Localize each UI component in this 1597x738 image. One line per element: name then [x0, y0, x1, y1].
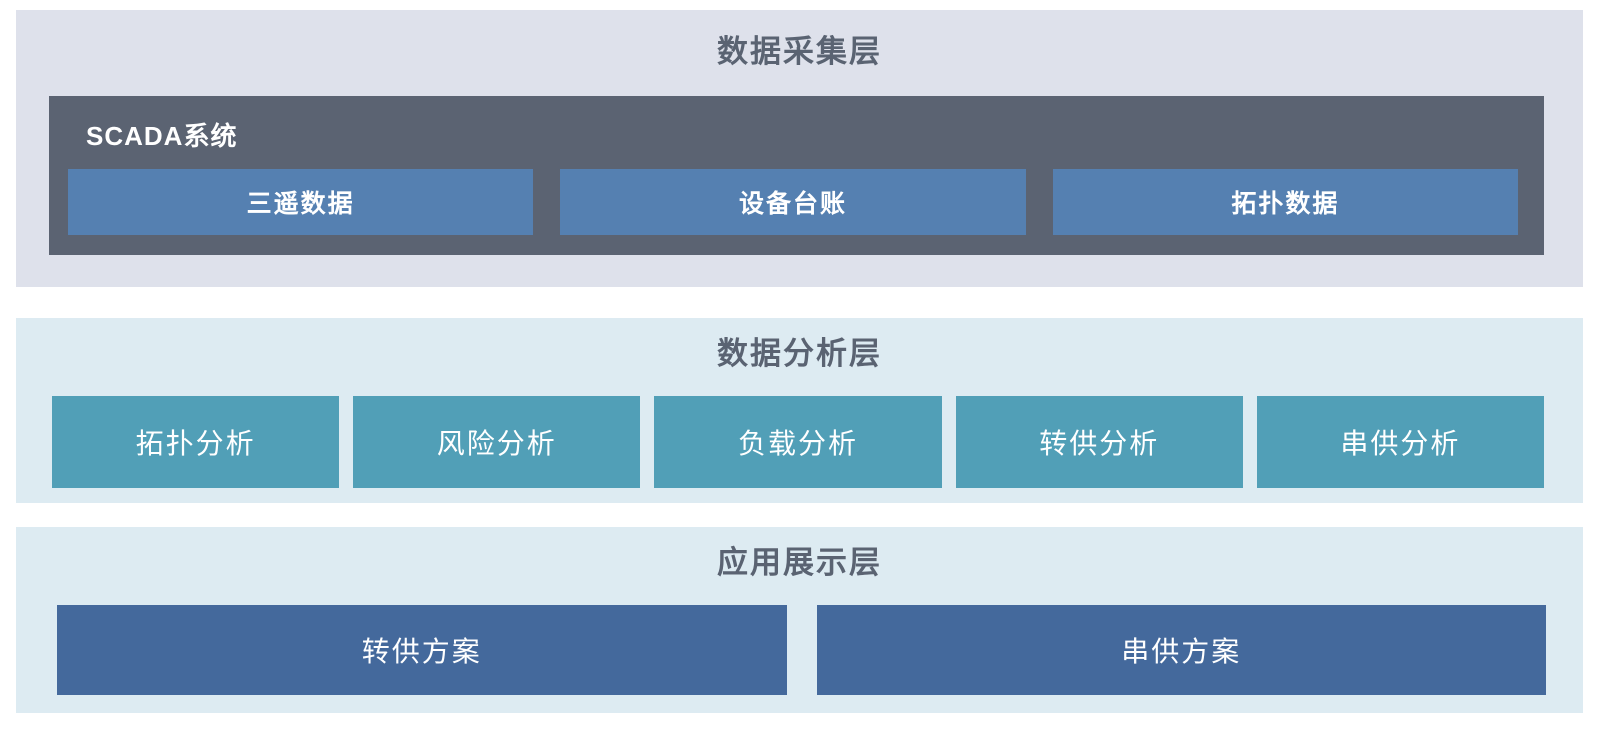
application-display-layer: 应用展示层 转供方案 串供方案 — [16, 527, 1583, 713]
scada-item-equipment-ledger: 设备台账 — [560, 169, 1026, 235]
scada-system-label: SCADA系统 — [86, 121, 238, 151]
analysis-item-load: 负载分析 — [654, 396, 942, 488]
scada-item-telemetry-data: 三遥数据 — [68, 169, 534, 235]
analysis-items-row: 拓扑分析 风险分析 负载分析 转供分析 串供分析 — [16, 396, 1583, 488]
app-items-row: 转供方案 串供方案 — [16, 605, 1583, 695]
app-item-transfer-supply-plan: 转供方案 — [57, 605, 787, 695]
analysis-item-series-supply: 串供分析 — [1256, 396, 1545, 488]
scada-item-topology-data: 拓扑数据 — [1052, 169, 1518, 235]
scada-system-container: SCADA系统 三遥数据 设备台账 拓扑数据 — [49, 96, 1544, 255]
data-analysis-layer-title: 数据分析层 — [717, 336, 882, 371]
scada-items-row: 三遥数据 设备台账 拓扑数据 — [68, 169, 1518, 235]
analysis-item-transfer-supply: 转供分析 — [955, 396, 1243, 488]
analysis-item-topology: 拓扑分析 — [52, 396, 340, 488]
app-item-series-supply-plan: 串供方案 — [816, 605, 1546, 695]
application-display-layer-title: 应用展示层 — [717, 545, 882, 580]
data-analysis-layer: 数据分析层 拓扑分析 风险分析 负载分析 转供分析 串供分析 — [16, 318, 1583, 503]
data-collection-layer: 数据采集层 SCADA系统 三遥数据 设备台账 拓扑数据 — [16, 10, 1583, 287]
data-collection-layer-title: 数据采集层 — [717, 34, 882, 69]
analysis-item-risk: 风险分析 — [353, 396, 641, 488]
